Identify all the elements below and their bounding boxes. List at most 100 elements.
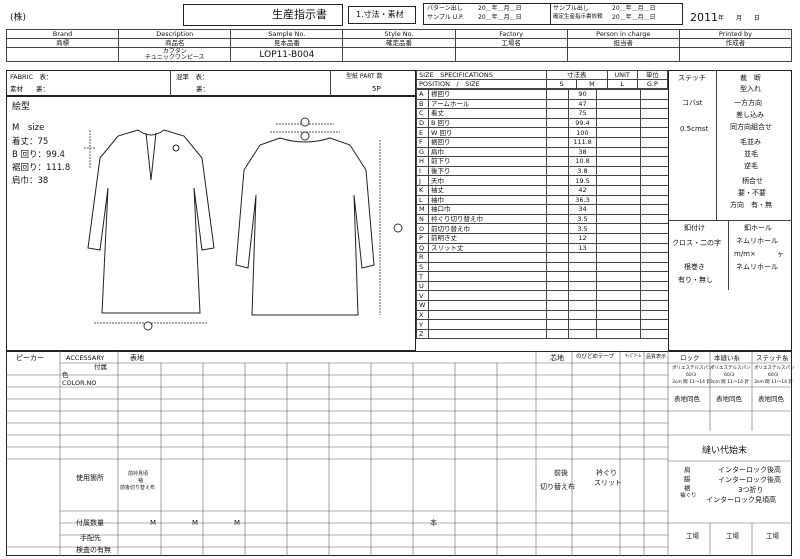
spec-cell[interactable]	[568, 309, 597, 321]
spec-cell[interactable]: 13	[568, 242, 597, 254]
spec-cell[interactable]	[640, 117, 669, 129]
spec-cell[interactable]	[596, 300, 641, 311]
spec-cell[interactable]: 3.5	[568, 223, 597, 234]
spec-cell[interactable]	[640, 232, 669, 244]
spec-cell[interactable]	[640, 261, 669, 273]
spec-cell[interactable]	[640, 319, 669, 330]
spec-cell[interactable]	[546, 156, 569, 167]
spec-cell[interactable]	[546, 261, 569, 273]
spec-cell[interactable]	[546, 242, 569, 254]
spec-cell[interactable]: 12	[568, 232, 597, 244]
spec-cell[interactable]	[640, 280, 669, 292]
spec-cell[interactable]	[640, 290, 669, 302]
spec-cell[interactable]	[596, 156, 641, 167]
spec-cell[interactable]	[546, 136, 569, 148]
spec-cell[interactable]: 3.8	[568, 165, 597, 177]
style-no-value[interactable]	[342, 47, 456, 62]
spec-cell[interactable]	[546, 223, 569, 234]
spec-cell[interactable]: 19.5	[568, 175, 597, 186]
spec-cell[interactable]	[640, 271, 669, 282]
spec-cell[interactable]	[596, 290, 641, 302]
spec-cell[interactable]	[596, 127, 641, 138]
spec-cell[interactable]	[640, 146, 669, 158]
spec-cell[interactable]: 111.8	[568, 136, 597, 148]
spec-cell[interactable]	[596, 184, 641, 196]
spec-cell[interactable]	[568, 328, 597, 340]
spec-cell[interactable]	[596, 252, 641, 263]
spec-cell[interactable]	[640, 165, 669, 177]
spec-cell[interactable]	[596, 146, 641, 158]
spec-cell[interactable]	[640, 184, 669, 196]
spec-cell[interactable]	[640, 300, 669, 311]
spec-cell[interactable]	[546, 232, 569, 244]
spec-cell[interactable]	[596, 242, 641, 254]
spec-cell[interactable]	[546, 280, 569, 292]
spec-cell[interactable]	[546, 184, 569, 196]
person-value[interactable]	[566, 47, 680, 62]
spec-cell[interactable]	[568, 300, 597, 311]
spec-cell[interactable]	[596, 319, 641, 330]
spec-cell[interactable]	[640, 156, 669, 167]
spec-cell[interactable]	[640, 136, 669, 148]
spec-cell[interactable]	[596, 204, 641, 215]
spec-cell[interactable]	[596, 175, 641, 186]
spec-cell[interactable]	[596, 261, 641, 273]
spec-cell[interactable]	[640, 175, 669, 186]
spec-cell[interactable]	[640, 242, 669, 254]
sample-no-value[interactable]: LOP11-B004	[230, 47, 344, 62]
spec-cell[interactable]	[546, 319, 569, 330]
spec-cell[interactable]	[568, 271, 597, 282]
spec-cell[interactable]	[596, 136, 641, 148]
spec-cell[interactable]	[596, 108, 641, 119]
spec-cell[interactable]	[596, 213, 641, 225]
spec-cell[interactable]	[546, 146, 569, 158]
spec-cell[interactable]	[596, 89, 641, 100]
spec-cell[interactable]	[640, 127, 669, 138]
description-value[interactable]: カフタンチュニックワンピース	[118, 47, 232, 62]
spec-cell[interactable]	[546, 89, 569, 100]
brand-value[interactable]	[5, 47, 120, 62]
spec-cell[interactable]	[546, 175, 569, 186]
spec-cell[interactable]	[640, 194, 669, 206]
spec-cell[interactable]: 75	[568, 108, 597, 119]
spec-cell[interactable]	[546, 252, 569, 263]
spec-cell[interactable]	[596, 194, 641, 206]
spec-cell[interactable]	[596, 165, 641, 177]
tab-dimensions-material[interactable]	[348, 6, 416, 24]
spec-cell[interactable]: 36.3	[568, 194, 597, 206]
spec-cell[interactable]	[596, 98, 641, 110]
spec-cell[interactable]	[640, 328, 669, 340]
spec-cell[interactable]	[546, 117, 569, 129]
spec-cell[interactable]	[640, 89, 669, 100]
spec-cell[interactable]: 38	[568, 146, 597, 158]
spec-cell[interactable]: 90	[568, 89, 597, 100]
printed-by-value[interactable]	[678, 47, 793, 62]
spec-cell[interactable]	[596, 328, 641, 340]
spec-cell[interactable]	[640, 213, 669, 225]
spec-cell[interactable]	[640, 98, 669, 110]
spec-cell[interactable]	[546, 309, 569, 321]
spec-cell[interactable]	[546, 194, 569, 206]
spec-cell[interactable]	[568, 290, 597, 302]
spec-cell[interactable]	[568, 280, 597, 292]
spec-cell[interactable]	[596, 309, 641, 321]
spec-cell[interactable]	[640, 223, 669, 234]
spec-cell[interactable]	[568, 252, 597, 263]
spec-cell[interactable]	[546, 290, 569, 302]
spec-cell[interactable]	[546, 204, 569, 215]
spec-cell[interactable]: 99.4	[568, 117, 597, 129]
spec-cell[interactable]	[596, 232, 641, 244]
spec-cell[interactable]	[640, 309, 669, 321]
spec-cell[interactable]	[596, 223, 641, 234]
spec-cell[interactable]: 100	[568, 127, 597, 138]
spec-cell[interactable]: 47	[568, 98, 597, 110]
factory-value[interactable]	[454, 47, 568, 62]
spec-cell[interactable]	[640, 108, 669, 119]
spec-cell[interactable]	[546, 165, 569, 177]
spec-cell[interactable]	[568, 319, 597, 330]
spec-cell[interactable]	[546, 127, 569, 138]
spec-cell[interactable]	[568, 261, 597, 273]
spec-cell[interactable]	[596, 117, 641, 129]
spec-cell[interactable]	[596, 271, 641, 282]
spec-cell[interactable]	[546, 300, 569, 311]
